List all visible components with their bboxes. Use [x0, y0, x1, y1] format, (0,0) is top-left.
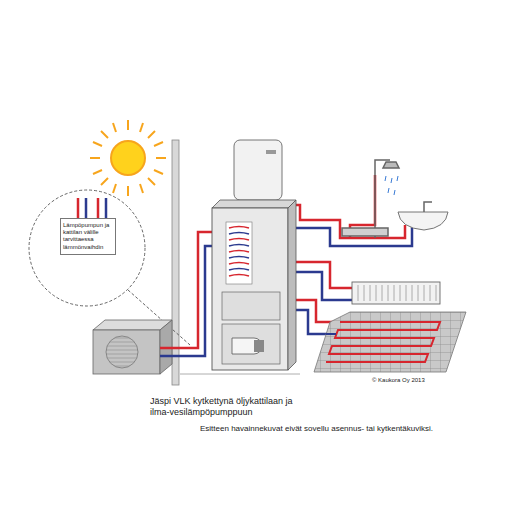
radiator: [352, 282, 440, 304]
exchanger-pipes: [78, 198, 106, 218]
jaspi-vlk-boiler: [212, 200, 296, 370]
floor-heating: [314, 312, 466, 372]
shower: [342, 160, 399, 238]
disclaimer-note: Esitteen havainnekuvat eivät sovellu ase…: [200, 424, 433, 433]
copyright-note: © Kaukora Oy 2013: [372, 377, 425, 383]
water-heater: [234, 140, 282, 200]
sink: [398, 202, 448, 230]
sun: [90, 120, 166, 196]
floor-line: [180, 374, 300, 375]
callout-text: Lämpöpumpun ja kattilan välille tarvitta…: [63, 222, 113, 251]
water-drops: [385, 176, 398, 195]
callout-circle: [29, 190, 145, 306]
caption: Jäspi VLK kytkettynä öljykattilaan ja il…: [150, 396, 310, 419]
callout-box: Lämpöpumpun ja kattilan välille tarvitta…: [60, 218, 116, 255]
